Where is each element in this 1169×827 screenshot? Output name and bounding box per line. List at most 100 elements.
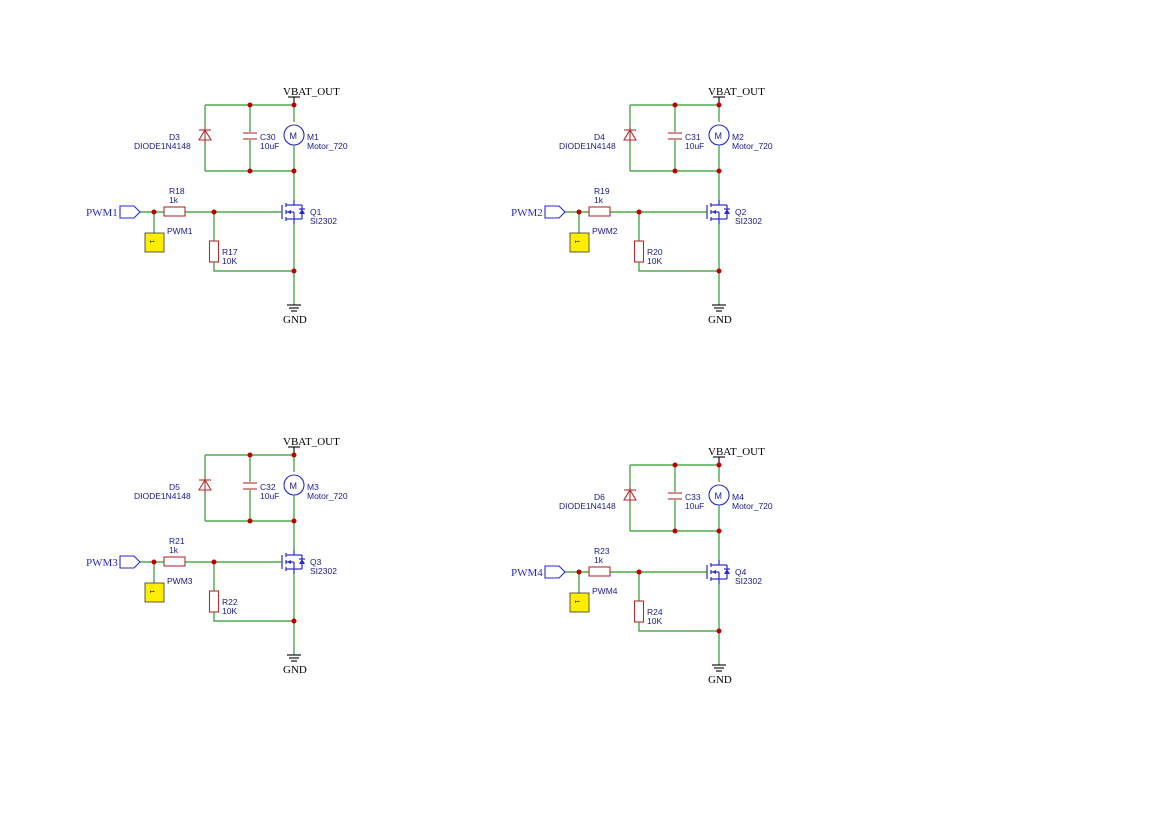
motor-ref: M4 [732, 492, 744, 502]
mosfet-symbol [706, 560, 730, 584]
testpoint-label: PWM1 [167, 226, 193, 236]
port-symbol [544, 205, 566, 219]
testpoint-pin: 1 [573, 240, 579, 244]
ground-label: GND [283, 314, 307, 326]
capacitor-value: 10uF [260, 141, 279, 151]
mosfet-value: SI2302 [735, 216, 762, 226]
motor-symbol-letter: M [290, 131, 298, 141]
motor-ref: M3 [307, 482, 319, 492]
pulldown-resistor-value: 10K [647, 256, 662, 266]
motor-symbol-letter: M [290, 481, 298, 491]
power-symbol: VBAT_OUT [708, 86, 765, 105]
ground-label: GND [708, 314, 732, 326]
diode-ref: D6 [594, 492, 605, 502]
port-label: PWM2 [511, 207, 543, 219]
motor-ref: M1 [307, 132, 319, 142]
channel-1: VBAT_OUT D3 DIODE1N4148 C30 10uF M M1 Mo… [86, 86, 348, 326]
series-resistor-value: 1k [169, 545, 179, 555]
mosfet-value: SI2302 [310, 566, 337, 576]
motor-value: Motor_720 [732, 141, 773, 151]
power-label: VBAT_OUT [283, 86, 340, 98]
diode-symbol [623, 486, 637, 504]
port-label: PWM3 [86, 557, 118, 569]
diode-symbol [198, 126, 212, 144]
port-symbol [119, 205, 141, 219]
diode-ref: D5 [169, 482, 180, 492]
testpoint-pin: 1 [148, 240, 154, 244]
testpoint-symbol [144, 232, 165, 253]
diode-ref: D3 [169, 132, 180, 142]
power-symbol: VBAT_OUT [283, 86, 340, 105]
series-resistor-ref: R23 [594, 546, 610, 556]
diode-value: DIODE1N4148 [134, 491, 191, 501]
pulldown-resistor-value: 10K [222, 256, 237, 266]
capacitor-value: 10uF [260, 491, 279, 501]
power-symbol: VBAT_OUT [708, 446, 765, 465]
power-label: VBAT_OUT [283, 436, 340, 448]
capacitor-ref: C31 [685, 132, 701, 142]
series-resistor-ref: R21 [169, 536, 185, 546]
series-resistor-symbol [588, 206, 611, 217]
pulldown-resistor-ref: R20 [647, 247, 663, 257]
channel-2: VBAT_OUT D4 DIODE1N4148 C31 10uF M M2 Mo… [511, 86, 773, 326]
pulldown-resistor-symbol [633, 600, 645, 623]
testpoint-label: PWM2 [592, 226, 618, 236]
pulldown-resistor-symbol [208, 590, 220, 613]
mosfet-ref: Q1 [310, 207, 322, 217]
ground-label: GND [283, 664, 307, 676]
ground-symbol [287, 304, 301, 312]
capacitor-value: 10uF [685, 501, 704, 511]
channel-4: VBAT_OUT D6 DIODE1N4148 C33 10uF M M4 Mo… [511, 446, 773, 686]
ground-symbol [287, 654, 301, 662]
mosfet-ref: Q4 [735, 567, 747, 577]
testpoint-symbol [144, 582, 165, 603]
diode-ref: D4 [594, 132, 605, 142]
mosfet-value: SI2302 [310, 216, 337, 226]
pulldown-resistor-ref: R24 [647, 607, 663, 617]
ground-symbol [712, 304, 726, 312]
capacitor-symbol [243, 482, 257, 490]
diode-value: DIODE1N4148 [134, 141, 191, 151]
capacitor-ref: C32 [260, 482, 276, 492]
diode-symbol [198, 476, 212, 494]
pulldown-resistor-value: 10K [222, 606, 237, 616]
mosfet-value: SI2302 [735, 576, 762, 586]
series-resistor-symbol [163, 556, 186, 567]
capacitor-ref: C33 [685, 492, 701, 502]
series-resistor-symbol [163, 206, 186, 217]
testpoint-pin: 1 [148, 590, 154, 594]
capacitor-value: 10uF [685, 141, 704, 151]
motor-value: Motor_720 [307, 491, 348, 501]
capacitor-symbol [668, 492, 682, 500]
mosfet-symbol [706, 200, 730, 224]
series-resistor-symbol [588, 566, 611, 577]
capacitor-ref: C30 [260, 132, 276, 142]
pulldown-resistor-ref: R17 [222, 247, 238, 257]
testpoint-symbol [569, 592, 590, 613]
capacitor-symbol [243, 132, 257, 140]
pulldown-resistor-symbol [208, 240, 220, 263]
series-resistor-ref: R19 [594, 186, 610, 196]
channel-3: VBAT_OUT D5 DIODE1N4148 C32 10uF M M3 Mo… [86, 436, 348, 676]
port-label: PWM4 [511, 567, 543, 579]
diode-value: DIODE1N4148 [559, 141, 616, 151]
mosfet-symbol [281, 200, 305, 224]
power-label: VBAT_OUT [708, 86, 765, 98]
port-label: PWM1 [86, 207, 118, 219]
capacitor-symbol [668, 132, 682, 140]
testpoint-label: PWM4 [592, 586, 618, 596]
mosfet-ref: Q2 [735, 207, 747, 217]
motor-symbol-letter: M [715, 491, 723, 501]
series-resistor-ref: R18 [169, 186, 185, 196]
pulldown-resistor-value: 10K [647, 616, 662, 626]
series-resistor-value: 1k [594, 195, 604, 205]
series-resistor-value: 1k [169, 195, 179, 205]
pulldown-resistor-ref: R22 [222, 597, 238, 607]
diode-value: DIODE1N4148 [559, 501, 616, 511]
power-symbol: VBAT_OUT [283, 436, 340, 455]
port-symbol [544, 565, 566, 579]
motor-value: Motor_720 [732, 501, 773, 511]
motor-symbol-letter: M [715, 131, 723, 141]
mosfet-ref: Q3 [310, 557, 322, 567]
